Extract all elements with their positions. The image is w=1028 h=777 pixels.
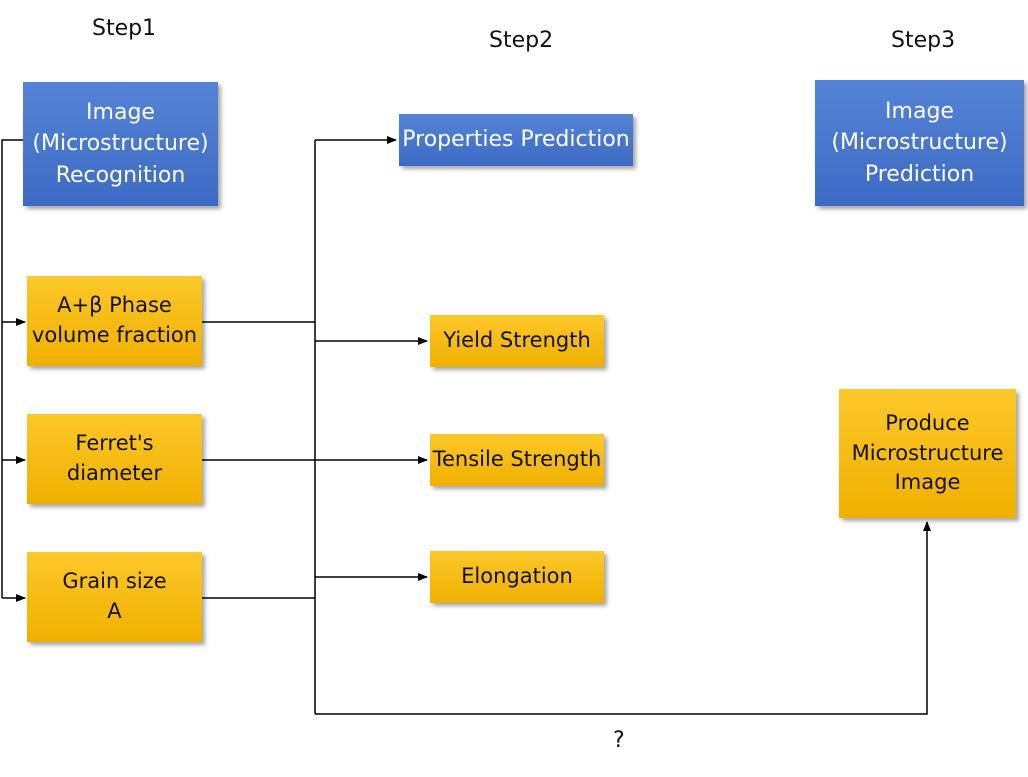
image-recognition-box: Image (Microstructure) Recognition (23, 82, 218, 206)
elongation-label: Elongation (461, 564, 573, 589)
produce-image-line-3: Image (894, 470, 961, 495)
phase-volume-fraction-line-2: volume fraction (31, 323, 198, 347)
yield-strength-box: Yield Strength (430, 315, 604, 367)
properties-prediction-label: Properties Prediction (402, 127, 630, 153)
image-recognition-line-3: Recognition (55, 162, 186, 188)
arrow-to-produce-image (315, 521, 931, 715)
connector-question-mark: ? (613, 728, 625, 753)
ferrets-diameter-box: Ferret's diameter (27, 414, 202, 504)
step2-label: Step2 (489, 28, 554, 53)
image-prediction-line-1: Image (885, 99, 954, 125)
tensile-strength-box: Tensile Strength (430, 434, 604, 486)
ferrets-diameter-line-2: diameter (66, 461, 163, 485)
grain-size-box: Grain size A (27, 552, 202, 642)
produce-image-box: Produce Microstructure Image (839, 389, 1016, 518)
yield-strength-label: Yield Strength (443, 328, 591, 353)
tensile-strength-label: Tensile Strength (432, 447, 602, 472)
image-recognition-line-2: (Microstructure) (32, 131, 209, 157)
step1-label: Step1 (92, 16, 157, 41)
recognition-bus-line (1, 139, 23, 598)
phase-volume-fraction-line-1: A+β Phase (57, 293, 172, 318)
produce-image-line-1: Produce (885, 410, 970, 435)
grain-size-line-1: Grain size (62, 569, 167, 594)
phase-volume-fraction-box: A+β Phase volume fraction (27, 276, 202, 366)
produce-image-line-2: Microstructure (851, 440, 1004, 465)
properties-prediction-box: Properties Prediction (399, 114, 633, 166)
image-prediction-line-2: (Microstructure) (831, 130, 1008, 156)
ferrets-diameter-line-1: Ferret's (75, 431, 154, 456)
image-recognition-line-1: Image (86, 100, 155, 126)
step3-label: Step3 (891, 28, 956, 53)
image-prediction-box: Image (Microstructure) Prediction (815, 80, 1024, 206)
image-prediction-line-3: Prediction (864, 161, 975, 187)
elongation-box: Elongation (430, 551, 604, 603)
grain-size-line-2: A (107, 599, 122, 623)
